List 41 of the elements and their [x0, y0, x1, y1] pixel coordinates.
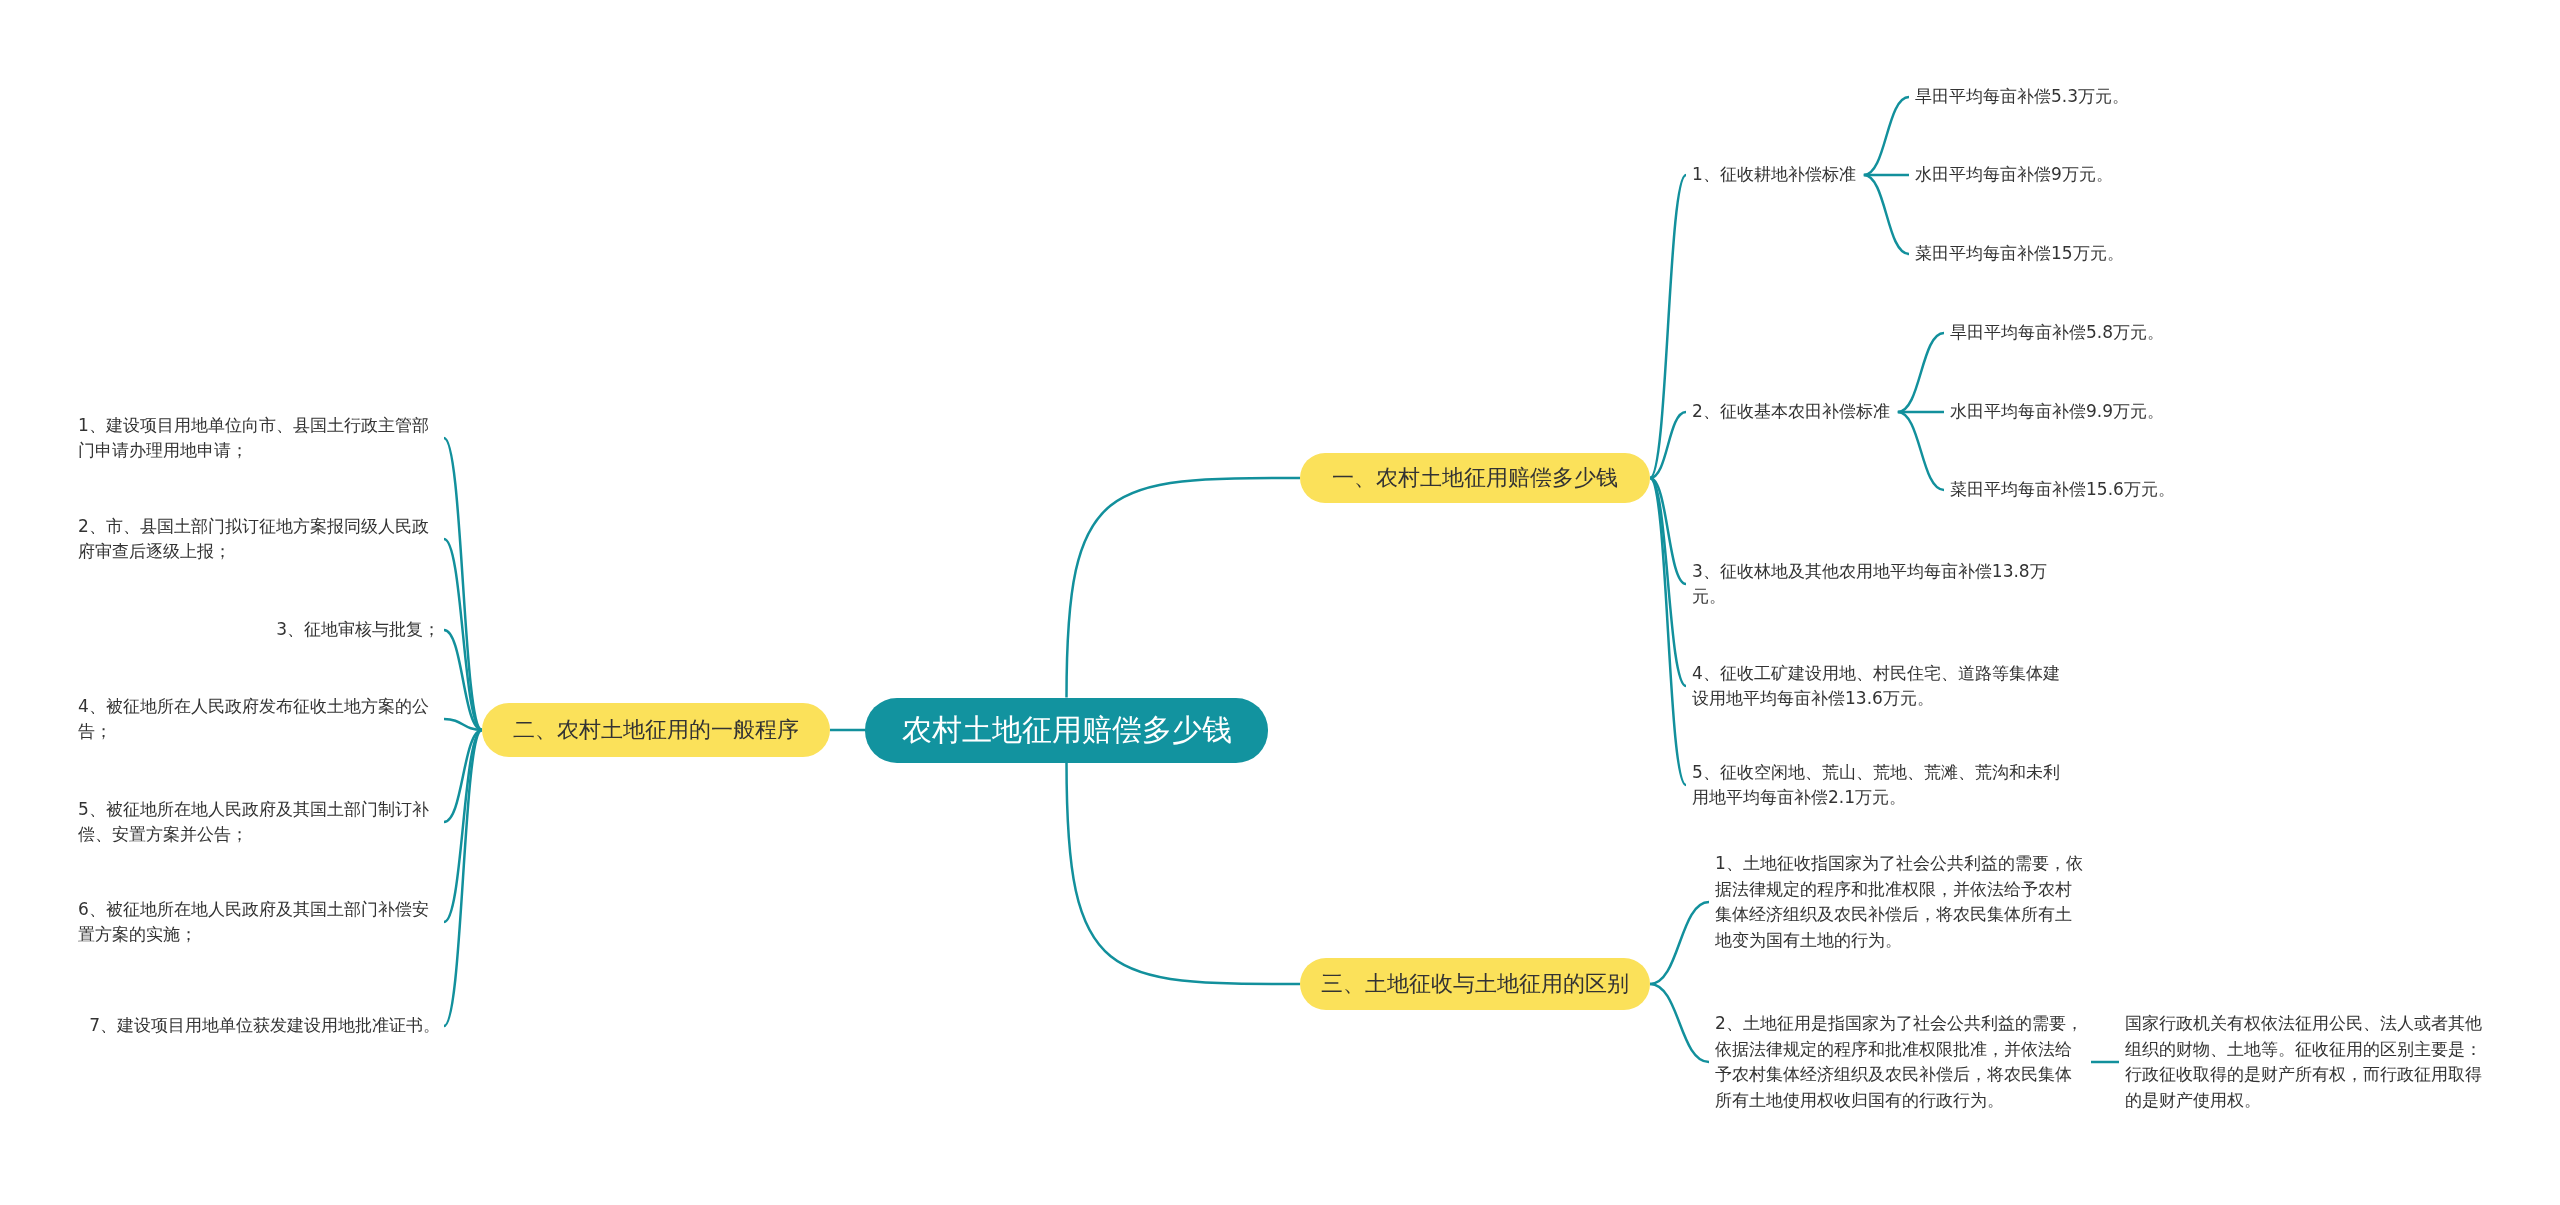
connector-line [1897, 410, 1945, 492]
item-text: 1、建设项目用地单位向市、县国土行政主管部门申请办理用地申请； [78, 412, 440, 464]
item-text: 菜田平均每亩补偿15万元。 [1915, 241, 2124, 267]
item-text: 7、建设项目用地单位获发建设用地批准证书。 [89, 1013, 440, 1039]
item-text: 水田平均每亩补偿9.9万元。 [1950, 399, 2165, 425]
connector-line [830, 728, 865, 732]
item-text: 5、征收空闲地、荒山、荒地、荒滩、荒沟和未利用地平均每亩补偿2.1万元。 [1692, 759, 2067, 811]
connector-line [1649, 900, 1710, 986]
topic-pill: 一、农村土地征用赔偿多少钱 [1300, 453, 1650, 503]
connector-line [1649, 982, 1710, 1064]
item-text: 2、市、县国土部门拟订征地方案报同级人民政府审查后逐级上报； [78, 513, 440, 565]
item-text: 2、土地征用是指国家为了社会公共利益的需要，依据法律规定的程序和批准权限批准，并依法给予农村集体经济组织及农民补偿后，将农民集体所有土地使用权收归国有的行政行为。 [1715, 1011, 2083, 1113]
item-text: 2、征收基本农田补偿标准 [1692, 399, 1890, 425]
connector-line [443, 538, 483, 731]
connector-line [2091, 1060, 2119, 1064]
connector-line [1648, 174, 1688, 479]
item-text: 国家行政机关有权依法征用公民、法人或者其他组织的财物、土地等。征收征用的区别主要是：行政征收取得的是财产所有权，而行政征用取得的是财产使用权。 [2125, 1011, 2497, 1113]
item-text: 4、被征地所在人民政府发布征收土地方案的公告； [78, 693, 440, 745]
connector-line [1648, 477, 1688, 786]
item-text: 水田平均每亩补偿9万元。 [1915, 162, 2113, 188]
item-text: 3、征地审核与批复； [276, 617, 440, 643]
topic-pill: 二、农村土地征用的一般程序 [482, 703, 830, 757]
connector-line [443, 729, 483, 1027]
connector-line [1897, 331, 1945, 414]
connector-line [1065, 476, 1300, 698]
item-text: 1、征收耕地补偿标准 [1692, 162, 1856, 188]
item-text: 3、征收林地及其他农用地平均每亩补偿13.8万元。 [1692, 558, 2067, 610]
item-text: 1、土地征收指国家为了社会公共利益的需要，依据法律规定的程序和批准权限，并依法给予农村集体经济组织及农民补偿后，将农民集体所有土地变为国有土地的行为。 [1715, 851, 2083, 953]
item-text: 旱田平均每亩补偿5.8万元。 [1950, 320, 2165, 346]
connector-line [1863, 173, 1910, 256]
connector-line [1065, 762, 1300, 986]
connector-line [443, 437, 483, 731]
connector-line [1649, 410, 1687, 480]
topic-pill: 三、土地征收与土地征用的区别 [1300, 958, 1650, 1010]
central-topic: 农村土地征用赔偿多少钱 [865, 697, 1268, 763]
item-text: 旱田平均每亩补偿5.3万元。 [1915, 84, 2130, 110]
item-text: 6、被征地所在地人民政府及其国土部门补偿安置方案的实施； [78, 896, 440, 948]
item-text: 4、征收工矿建设用地、村民住宅、道路等集体建设用地平均每亩补偿13.6万元。 [1692, 660, 2067, 712]
connector-line [1863, 95, 1910, 177]
item-text: 菜田平均每亩补偿15.6万元。 [1950, 477, 2175, 503]
item-text: 5、被征地所在地人民政府及其国土部门制订补偿、安置方案并公告； [78, 796, 440, 848]
